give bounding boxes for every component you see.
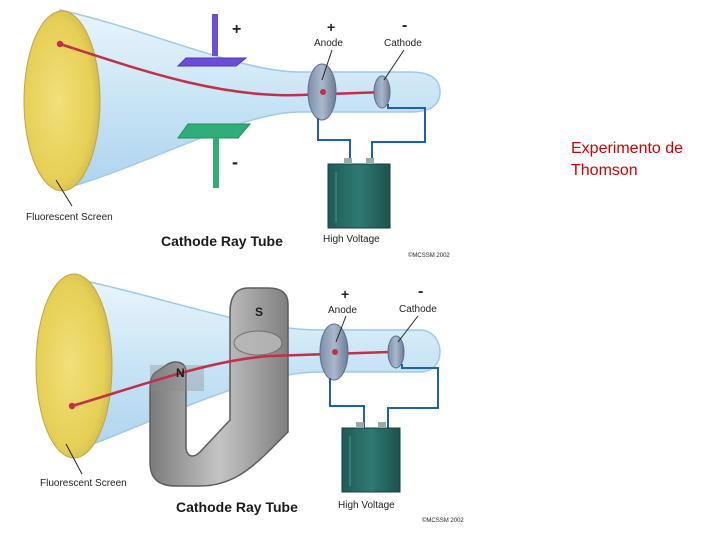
top-anode-hole — [320, 89, 326, 95]
caption-line-2: Thomson — [571, 162, 638, 179]
bottom-screen-pointer — [65, 443, 83, 475]
top-cathode-sign: - — [402, 17, 407, 34]
top-cathode-pointer — [383, 49, 405, 81]
slide-caption: Experimento de Thomson — [571, 138, 711, 182]
bottom-diagram: S N + Anode - Cathode Fluorescent Screen… — [35, 273, 464, 524]
top-positive-plate — [176, 14, 248, 67]
bottom-anode-sign: + — [341, 286, 349, 302]
top-anode-label: Anode — [314, 38, 343, 49]
top-beam-spot — [56, 40, 64, 48]
bottom-anode-wire — [329, 378, 365, 428]
top-fluorescent-screen — [23, 10, 101, 192]
top-cathode-wire — [371, 104, 426, 165]
bottom-anode-pointer — [335, 315, 347, 343]
bottom-high-voltage-battery — [341, 422, 401, 493]
bottom-horseshoe-magnet — [149, 287, 289, 487]
bottom-south-pole-label: S — [255, 305, 263, 319]
bottom-cathode-wire — [387, 364, 439, 428]
bottom-anode-hole — [332, 349, 338, 355]
bottom-power-label: High Voltage — [338, 500, 395, 511]
bottom-north-pole-label: N — [176, 366, 185, 380]
bottom-fluorescent-screen — [35, 273, 113, 459]
top-high-voltage-battery — [327, 158, 391, 229]
top-cathode-label: Cathode — [384, 38, 422, 49]
bottom-cathode-pointer — [397, 315, 419, 343]
top-tube-title: Cathode Ray Tube — [161, 233, 283, 249]
bottom-beam-spot — [68, 402, 76, 410]
top-anode-pointer — [321, 49, 333, 81]
bottom-screen-label: Fluorescent Screen — [40, 478, 127, 489]
top-anode-sign: + — [327, 19, 335, 35]
bottom-cathode-label: Cathode — [399, 304, 437, 315]
top-screen-label: Fluorescent Screen — [26, 212, 113, 223]
bottom-cathode-disc — [387, 335, 405, 369]
top-tube-glass — [59, 9, 441, 191]
top-electron-beam — [59, 42, 386, 97]
top-plate-plus-sign: + — [232, 21, 241, 38]
bottom-anode-label: Anode — [328, 305, 357, 316]
top-power-label: High Voltage — [323, 234, 380, 245]
top-anode-wire — [317, 118, 351, 165]
top-copyright: ©MCSSM 2002 — [408, 252, 450, 259]
top-screen-pointer — [55, 179, 73, 207]
caption-line-1: Experimento de — [571, 140, 684, 157]
bottom-electron-beam — [71, 350, 391, 408]
top-cathode-disc — [373, 75, 391, 109]
top-plate-minus-sign: - — [232, 152, 238, 172]
bottom-copyright: ©MCSSM 2002 — [422, 517, 464, 524]
top-diagram: + - + Anode - Cathode Fluorescent Screen… — [23, 9, 450, 259]
bottom-tube-title: Cathode Ray Tube — [176, 499, 298, 515]
top-negative-plate — [177, 123, 252, 188]
bottom-cathode-sign: - — [418, 283, 423, 300]
